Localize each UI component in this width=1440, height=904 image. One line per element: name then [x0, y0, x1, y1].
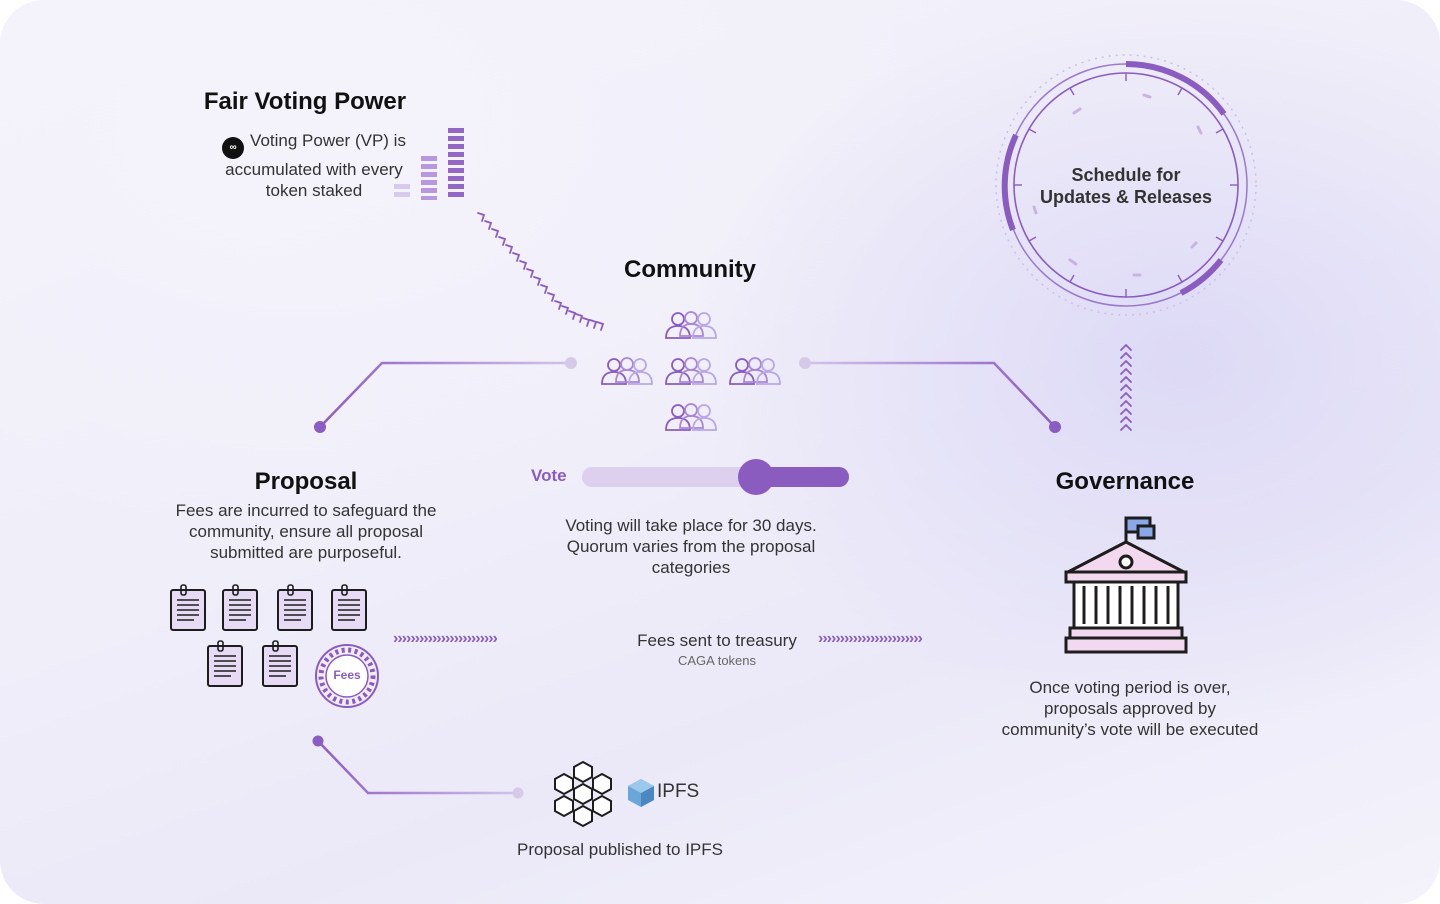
- proposal-connector: [319, 361, 571, 428]
- vote-label: Vote: [531, 466, 567, 485]
- governance-description: Once voting period is over, proposals ap…: [1001, 678, 1259, 739]
- people-icon: [601, 357, 653, 385]
- caga-logo-icon: ∞: [222, 137, 245, 159]
- community-title: Community: [624, 256, 756, 283]
- document-icon: [222, 584, 258, 631]
- people-icon: [665, 403, 717, 431]
- schedule-dotted-arrow: [1120, 343, 1132, 431]
- ring-ticks: [1014, 73, 1238, 297]
- fees-badge-label: Fees: [333, 668, 361, 682]
- treasury-arrows-left: ››››››››››››››››››››››››: [393, 630, 498, 647]
- ipfs-logo-text: IPFS: [657, 781, 700, 802]
- proposal-title: Proposal: [254, 468, 358, 495]
- people-icon: [665, 357, 717, 385]
- community-people-icons: [601, 311, 781, 431]
- vote-slider-fill: [755, 467, 849, 487]
- vote-slider-track[interactable]: [582, 459, 849, 495]
- ipfs-logo-icon: [628, 779, 654, 807]
- vote-slider-thumb[interactable]: [737, 459, 774, 495]
- proposal-description: Fees are incurred to safeguard the commu…: [175, 501, 437, 562]
- proposal-documents: [170, 584, 379, 708]
- people-icon: [729, 357, 781, 385]
- document-icon: [207, 640, 243, 687]
- fair-voting-description: ∞Voting Power (VP) is accumulated with e…: [204, 130, 424, 201]
- treasury-sublabel: CAGA tokens: [677, 653, 757, 668]
- people-icon: [665, 311, 717, 339]
- treasury-label: Fees sent to treasury: [637, 631, 797, 650]
- ipfs-caption: Proposal published to IPFS: [516, 840, 723, 859]
- blockchain-cubes-icon: [554, 760, 612, 828]
- schedule-label: Schedule for Updates & Releases: [1039, 165, 1213, 207]
- document-icon: [277, 584, 313, 631]
- schedule-ring: [995, 54, 1257, 316]
- document-icon: [170, 584, 206, 631]
- treasury-arrows-right: ››››››››››››››››››››››››: [818, 630, 923, 647]
- vp-dotted-arrow: [477, 212, 605, 331]
- document-icon: [262, 640, 298, 687]
- vote-description: Voting will take place for 30 days. Quor…: [565, 516, 817, 577]
- governance-title: Governance: [1055, 468, 1195, 495]
- voting-power-bars-icon: [394, 128, 464, 200]
- governance-connector: [805, 361, 1056, 428]
- fees-badge-icon: [315, 644, 379, 708]
- document-icon: [331, 584, 367, 631]
- ipfs-connector: [317, 740, 518, 795]
- government-building-icon: [1064, 516, 1188, 654]
- fair-voting-title: Fair Voting Power: [203, 88, 407, 115]
